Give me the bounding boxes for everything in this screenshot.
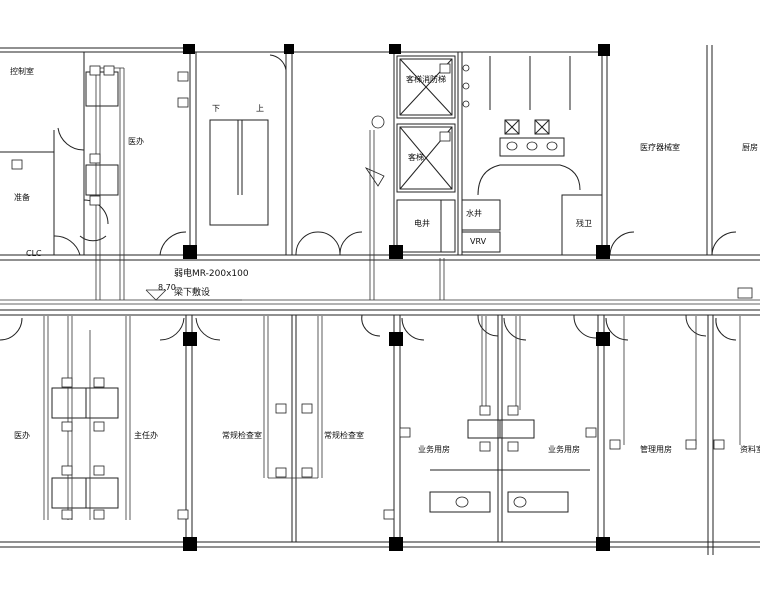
room-label-kitchen: 厨房 [742,143,758,152]
room-label-control: 控制室 [10,67,34,76]
elevation-label: 8.70 [158,283,176,292]
room-label-business-2: 业务用房 [548,445,580,454]
room-label-medical-equipment: 医疗器械室 [640,143,680,152]
room-label-director: 主任办 [134,431,158,440]
room-label-fire-elevator: 客梯消防梯 [406,75,446,84]
cable-tray-label: 弱电MR-200x100 [174,269,249,279]
room-label-management: 管理用房 [640,445,672,454]
room-label-backup: 准备 [14,193,30,202]
room-label-electrical-shaft: 电井 [414,219,430,228]
beam-note-label: 梁下敷设 [174,288,211,298]
room-label-exam-1: 常规检查室 [222,431,262,440]
room-label-water-shaft: 水井 [466,209,482,218]
room-label-toilet: 残卫 [576,219,592,228]
stairs-down-label: 下 [212,104,220,113]
room-label-business-1: 业务用房 [418,445,450,454]
room-label-vrv: VRV [470,237,487,246]
room-label-data: 资料室 [740,445,760,454]
room-label-exam-2: 常规检查室 [324,431,364,440]
clc-label: CLC [26,249,42,258]
room-label-elevator: 客梯 [408,153,424,162]
stairs-up-label: 上 [256,104,264,113]
room-label-doctor-office-upper: 医办 [128,137,144,146]
room-label-doctor-office-lower: 医办 [14,431,30,440]
